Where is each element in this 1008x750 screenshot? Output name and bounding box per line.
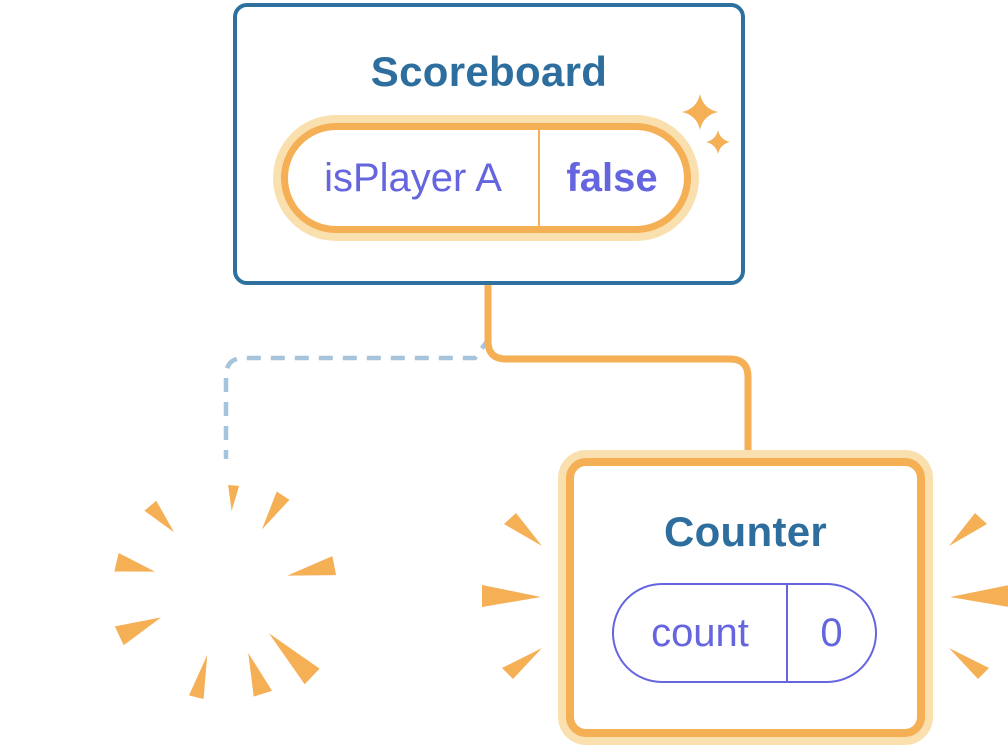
prop-value: false xyxy=(566,155,658,200)
poof-ray xyxy=(144,500,175,533)
counter-title: Counter xyxy=(663,508,828,555)
prop-name: isPlayer A xyxy=(324,155,502,200)
emphasis-burst-right-icon xyxy=(949,513,1008,679)
poof-ray xyxy=(268,633,320,685)
burst-wedge xyxy=(949,513,987,546)
state-name: count xyxy=(651,610,749,655)
poof-ray xyxy=(114,617,162,646)
pill-divider xyxy=(538,130,540,226)
burst-wedge xyxy=(504,513,542,546)
scoreboard-card: Scoreboard isPlayer A false xyxy=(233,3,745,285)
emphasis-burst-left-icon xyxy=(482,513,542,679)
sparkle-star-small xyxy=(706,130,730,154)
burst-wedge xyxy=(950,585,1008,607)
sparkle-star-large xyxy=(682,94,718,130)
poof-ray xyxy=(261,491,290,530)
poof-ray xyxy=(188,654,208,699)
state-value: 0 xyxy=(820,610,843,655)
burst-wedge xyxy=(502,648,542,679)
burst-wedge xyxy=(482,585,541,607)
sparkle-icon xyxy=(682,94,730,154)
scoreboard-title: Scoreboard xyxy=(370,48,608,95)
poof-ray xyxy=(248,653,273,697)
destroyed-component-card xyxy=(87,457,363,721)
pill-divider xyxy=(786,585,788,681)
burst-wedge xyxy=(949,648,989,679)
solid-connector-line xyxy=(484,284,752,453)
state-pill: count 0 xyxy=(612,583,877,683)
prop-pill: isPlayer A false xyxy=(281,123,691,233)
poof-burst-icon xyxy=(114,484,337,699)
poof-ray xyxy=(287,556,337,576)
dashed-connector-line xyxy=(223,335,492,459)
poof-ray xyxy=(114,552,155,572)
counter-card: Counter count 0 xyxy=(566,458,925,737)
poof-ray xyxy=(228,484,240,511)
